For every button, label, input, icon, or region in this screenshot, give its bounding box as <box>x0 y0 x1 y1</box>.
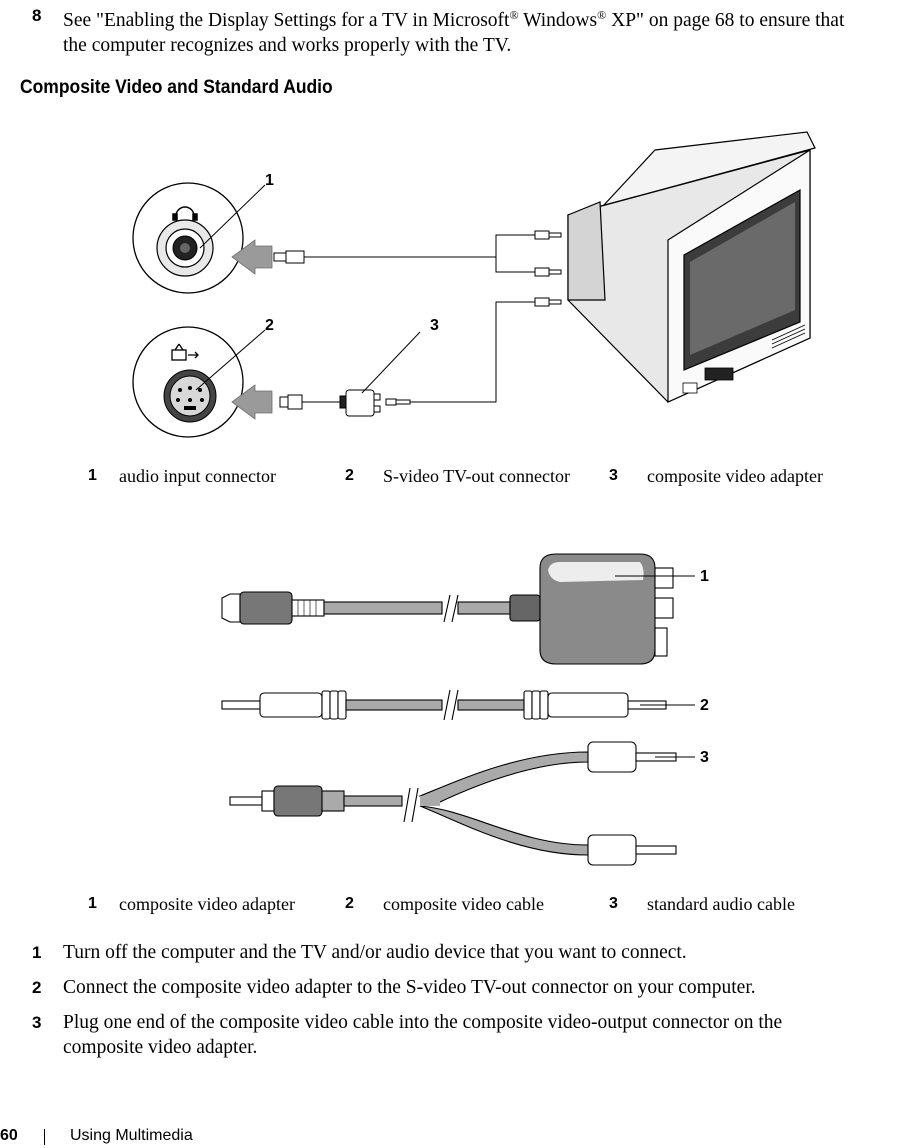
caption-num: 2 <box>345 467 354 484</box>
arrow-audio <box>231 239 273 275</box>
step-number: 1 <box>32 943 42 962</box>
step-text-line: Plug one end of the composite video cabl… <box>63 1012 783 1033</box>
callout-3: 3 <box>430 317 439 334</box>
standard-audio-cable <box>229 741 677 866</box>
step-number: 8 <box>32 6 42 25</box>
caption-text: S-video TV-out connector <box>383 466 570 486</box>
callout-2: 2 <box>265 317 274 334</box>
video-cable <box>410 297 562 403</box>
audio-jack-panel <box>132 182 244 294</box>
caption-num: 3 <box>609 895 618 912</box>
footer-section: Using Multimedia <box>70 1127 193 1144</box>
intro-line-2: the computer recognizes and works proper… <box>63 35 512 56</box>
composite-adapter-cable <box>221 553 674 665</box>
callout-1: 1 <box>700 568 709 585</box>
tv-illustration <box>567 131 816 403</box>
caption-text: standard audio cable <box>647 894 795 914</box>
svideo-plug-adapter <box>279 389 411 417</box>
caption-num: 1 <box>88 895 97 912</box>
callout-2: 2 <box>700 697 709 714</box>
tv-out-icon <box>171 343 199 361</box>
callout-1: 1 <box>265 172 274 189</box>
caption-num: 2 <box>345 895 354 912</box>
cables-diagram: 1 2 3 <box>221 553 709 866</box>
callout-3: 3 <box>700 749 709 766</box>
callout-lines <box>195 184 421 394</box>
callout-lines-2 <box>615 575 695 758</box>
composite-video-cable <box>221 689 667 721</box>
step-text: Turn off the computer and the TV and/or … <box>63 942 687 963</box>
svideo-panel <box>132 326 244 438</box>
connection-diagram: 1 2 3 <box>132 131 816 438</box>
headphone-icon <box>172 206 198 221</box>
step-text: Plug one end of the composite video cabl… <box>63 1010 782 1060</box>
footer-divider <box>44 1129 45 1145</box>
page-number: 60 <box>0 1127 18 1144</box>
caption-num: 1 <box>88 467 97 484</box>
step-number: 3 <box>32 1013 42 1032</box>
audio-cable <box>495 230 562 277</box>
caption-num: 3 <box>609 467 618 484</box>
audio-plug <box>273 250 496 264</box>
step-text: Connect the composite video adapter to t… <box>63 977 756 998</box>
intro-paragraph: See "Enabling the Display Settings for a… <box>63 3 901 58</box>
arrow-svideo <box>231 384 273 420</box>
caption-text: composite video adapter <box>119 894 295 914</box>
caption-text: composite video cable <box>383 894 544 914</box>
step-number: 2 <box>32 978 42 997</box>
caption-text: composite video adapter <box>647 466 823 486</box>
caption-text: audio input connector <box>119 466 276 486</box>
step-text-line: composite video adapter. <box>63 1037 258 1058</box>
section-heading: Composite Video and Standard Audio <box>20 77 333 98</box>
intro-line-1: See "Enabling the Display Settings for a… <box>63 8 845 31</box>
